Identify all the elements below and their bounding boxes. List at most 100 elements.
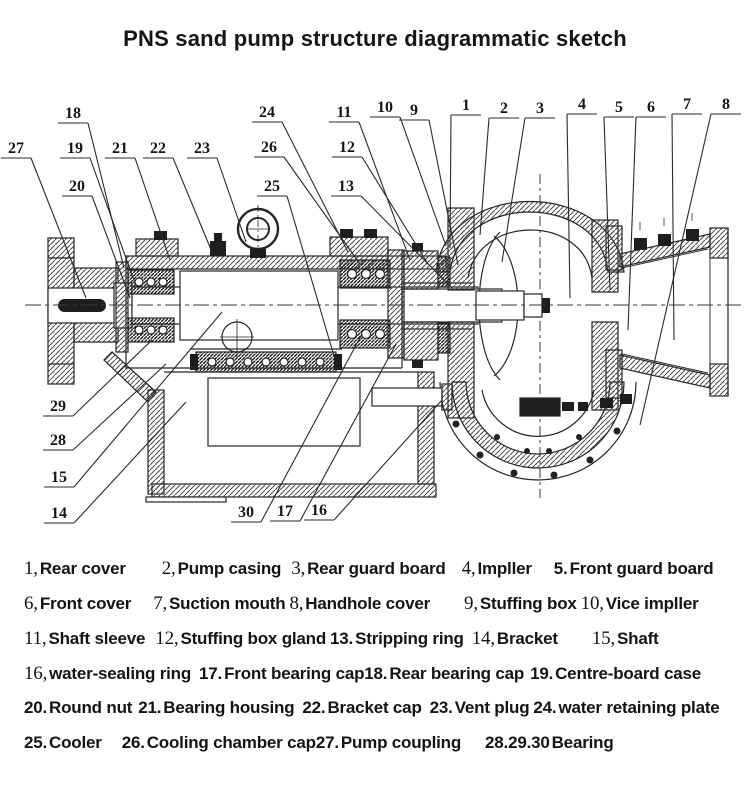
- callout-16: 16: [311, 502, 327, 519]
- callout-4: 4: [578, 96, 586, 113]
- callout-leader-27: [1, 157, 87, 299]
- callout-14: 14: [51, 505, 67, 522]
- legend-item-label: Round nut: [49, 698, 133, 717]
- legend-item-label: Front cover: [39, 594, 132, 613]
- callout-leader-9: [399, 119, 459, 266]
- legend-item-label: Handhole cover: [305, 594, 431, 613]
- legend-item-15: 15,Shaft: [592, 628, 659, 650]
- legend-item-number: 11,: [24, 628, 47, 649]
- legend-item-label: Bracket cap: [327, 698, 422, 717]
- callout-1: 1: [462, 97, 470, 114]
- legend-item-10: 10,Vice impller: [581, 593, 699, 615]
- callout-2: 2: [500, 100, 508, 117]
- callout-leader-12: [332, 156, 429, 265]
- legend-item-label: Front guard board: [569, 559, 714, 578]
- legend-item-16: 16,water-sealing ring: [24, 663, 191, 685]
- legend-item-label: water-sealing ring: [49, 664, 192, 683]
- callout-leader-7: [671, 113, 702, 341]
- legend-item-label: Shaft: [617, 629, 659, 648]
- legend-item-number: 1,: [24, 558, 38, 579]
- callout-24: 24: [259, 104, 275, 121]
- legend-item-number: 2,: [161, 558, 176, 579]
- legend-item-26: 26.Cooling chamber cap: [122, 733, 316, 753]
- stuffing-box: [403, 243, 451, 368]
- callout-leader-18: [58, 122, 125, 269]
- legend-item-number: 10,: [580, 593, 604, 614]
- legend-item-number: 25.: [24, 733, 48, 752]
- impeller: [475, 231, 550, 381]
- legend-item-number: 9,: [464, 593, 478, 614]
- callout-leader-2: [479, 117, 519, 236]
- legend-item-18: 18. Rear bearing cap: [364, 664, 524, 684]
- legend-item-label: Bracket: [496, 629, 558, 648]
- legend-item-number: 7,: [153, 593, 168, 614]
- legend-item-label: Impller: [477, 559, 532, 578]
- legend-item-1: 1,Rear cover: [24, 558, 126, 580]
- callout-22: 22: [150, 140, 166, 157]
- cooler: [190, 348, 342, 373]
- legend-item-number: 27.: [315, 733, 339, 752]
- legend-item-17: 17. Front bearing cap: [199, 664, 364, 684]
- callout-15: 15: [51, 469, 67, 486]
- legend-item-22: 22. Bracket cap: [302, 698, 421, 718]
- legend-item-number: 14,: [471, 628, 495, 649]
- bearing-housing: [115, 205, 447, 369]
- legend-item-label: Centre-board case: [555, 664, 701, 683]
- callout-leader-13: [331, 195, 453, 289]
- callout-5: 5: [615, 99, 623, 116]
- legend-item-25: 25. Cooler: [24, 733, 102, 753]
- rear-bearing: [127, 269, 175, 343]
- callout-6: 6: [647, 99, 655, 116]
- handhole-cover: [439, 381, 637, 481]
- callout-leader-3: [501, 117, 555, 263]
- callout-leader-30: [231, 333, 363, 523]
- callout-leader-1: [449, 114, 481, 249]
- callout-3: 3: [536, 100, 544, 117]
- callout-leader-14: [44, 401, 187, 524]
- legend-item-24: 24. water retaining plate: [533, 698, 719, 718]
- legend-item-14: 14,Bracket: [472, 628, 558, 650]
- page-title: PNS sand pump structure diagrammatic ske…: [123, 26, 627, 51]
- legend-item-number: 3,: [291, 558, 306, 579]
- legend-item-number: 8,: [289, 593, 304, 614]
- callout-leader-25: [257, 195, 335, 357]
- legend-row: 16,water-sealing ring 17. Front bearing c…: [24, 663, 748, 698]
- legend-item-28.29.30: 28.29.30 Bearing: [485, 733, 614, 753]
- legend-item-number: 4,: [461, 558, 476, 579]
- callout-leader-6: [627, 116, 666, 331]
- legend-row: 1,Rear cover 2,Pump casing 3,Rear guard bo…: [24, 558, 748, 593]
- legend-item-19: 19.Centre-board case: [530, 664, 701, 684]
- legend-item-27: 27.Pump coupling: [316, 733, 461, 753]
- legend-item-13: 13.Stripping ring: [330, 629, 464, 649]
- legend-item-number: 20.: [24, 698, 48, 717]
- legend-item-label: water retaining plate: [558, 698, 720, 717]
- callout-26: 26: [261, 139, 277, 156]
- legend-item-label: Bearing: [551, 733, 614, 752]
- callout-27: 27: [8, 140, 24, 157]
- legend-item-12: 12,Stuffing box gland: [155, 628, 326, 650]
- legend-item-number: 5.: [553, 559, 568, 578]
- legend-item-number: 21.: [138, 698, 162, 717]
- callout-21: 21: [112, 140, 128, 157]
- legend-item-number: 24.: [533, 698, 557, 717]
- callout-17: 17: [277, 503, 293, 520]
- legend-item-number: 17.: [199, 664, 223, 683]
- legend-item-label: Pump coupling: [340, 733, 462, 752]
- legend-item-3: 3,Rear guard board: [291, 558, 446, 580]
- legend-item-number: 15,: [591, 628, 616, 649]
- callout-leader-16: [304, 399, 443, 521]
- legend-item-label: Pump casing: [177, 559, 282, 578]
- suction-mouth: [600, 213, 729, 408]
- callout-leader-28: [43, 363, 167, 451]
- callout-leader-26: [254, 156, 361, 265]
- callout-7: 7: [683, 96, 691, 113]
- pump-structure-diagram: 1819202721222324262511121310912345678292…: [1, 96, 745, 524]
- legend-item-label: Front bearing cap: [224, 664, 365, 683]
- callout-10: 10: [377, 99, 393, 116]
- callout-28: 28: [50, 432, 66, 449]
- bracket: [103, 351, 437, 503]
- legend-item-label: Suction mouth: [169, 594, 286, 613]
